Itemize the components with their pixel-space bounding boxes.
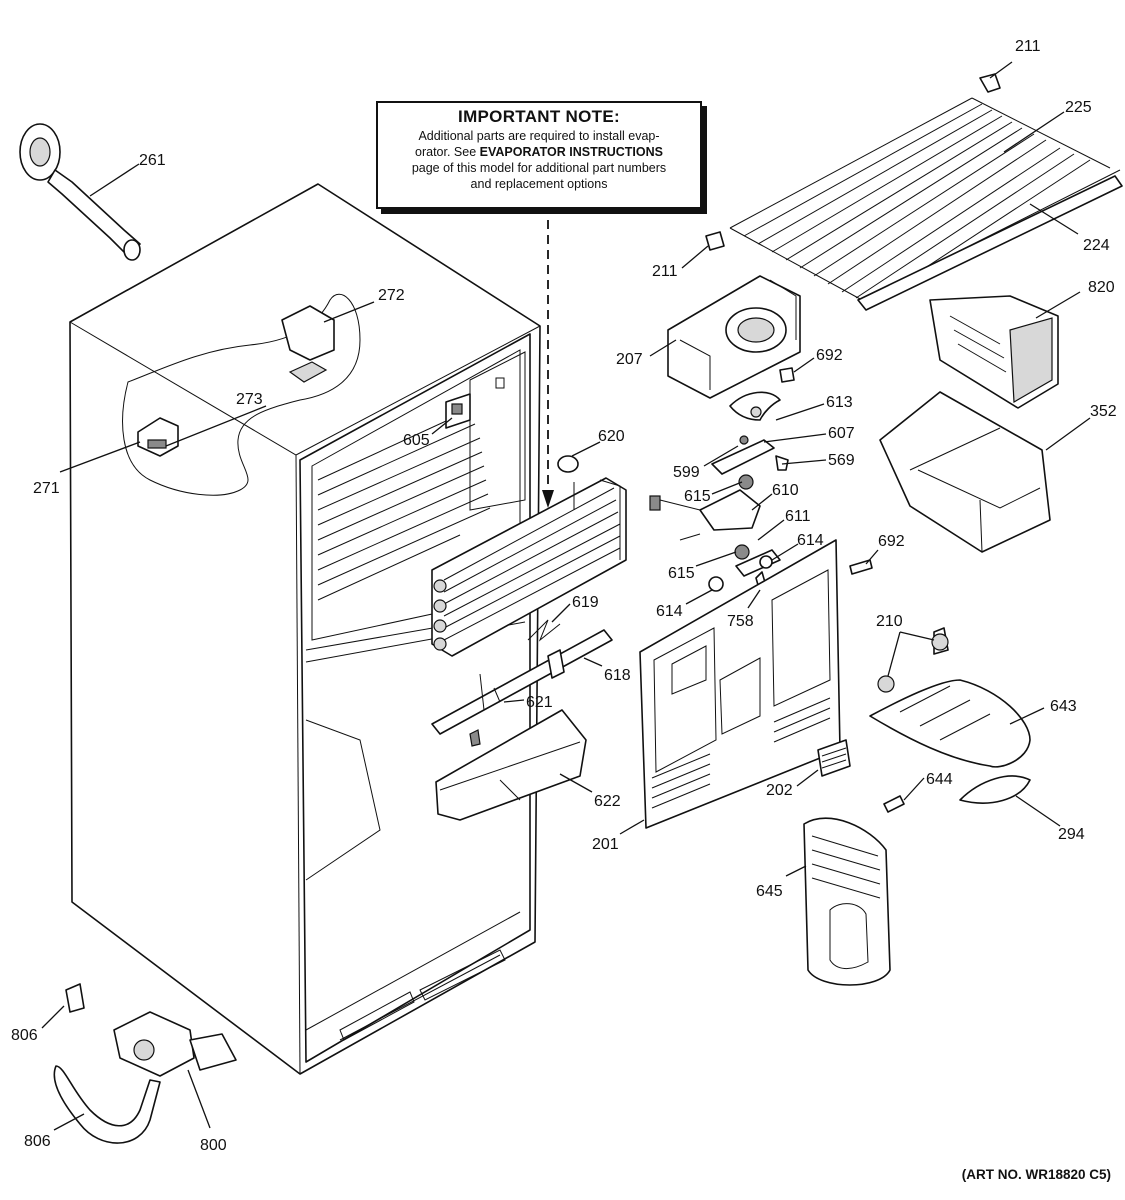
fill-tube-261	[19, 123, 141, 261]
callout-569: 569	[828, 452, 855, 469]
callout-611: 611	[785, 508, 811, 525]
note-line-4: and replacement options	[470, 177, 608, 191]
leader-lines	[41, 61, 1091, 1131]
callout-352: 352	[1090, 403, 1117, 420]
note-line-1: Additional parts are required to install…	[418, 129, 660, 143]
callout-610: 610	[772, 482, 799, 499]
callout-806-bottom: 806	[24, 1133, 51, 1150]
fan-motor-parts	[649, 367, 873, 593]
note-pointer-arrow	[542, 490, 554, 508]
refrigerator-case	[69, 183, 541, 1075]
defrost-heater	[431, 619, 613, 747]
callout-599: 599	[673, 464, 700, 481]
water-valve-800	[53, 983, 237, 1144]
note-line-2: orator. See EVAPORATOR INSTRUCTIONS	[378, 144, 700, 160]
note-line-3: page of this model for additional part n…	[411, 161, 667, 175]
callout-758: 758	[727, 613, 754, 630]
callout-622: 622	[594, 793, 621, 810]
callout-643: 643	[1050, 698, 1077, 715]
callout-605: 605	[403, 432, 430, 449]
rear-panel-201	[639, 539, 841, 829]
note-line-2-prefix: orator. See	[415, 145, 480, 159]
callout-615-bottom: 615	[668, 565, 695, 582]
note-title: IMPORTANT NOTE:	[458, 107, 620, 126]
callout-692-right: 692	[878, 533, 905, 550]
drain-trough-622	[435, 709, 587, 821]
callout-210: 210	[876, 613, 903, 630]
callout-615-top: 615	[684, 488, 711, 505]
evaporator-assembly	[431, 455, 627, 657]
callout-644: 644	[926, 771, 953, 788]
callout-800: 800	[200, 1137, 227, 1154]
callout-225: 225	[1065, 99, 1092, 116]
callout-607: 607	[828, 425, 855, 442]
callout-261: 261	[139, 152, 166, 169]
callout-621: 621	[526, 694, 553, 711]
callout-211-top: 211	[1015, 38, 1041, 55]
callout-619: 619	[572, 594, 599, 611]
callout-202: 202	[766, 782, 793, 799]
fan-housing-207	[667, 275, 801, 399]
dispenser-parts	[803, 627, 1031, 986]
callout-820: 820	[1088, 279, 1115, 296]
callout-294: 294	[1058, 826, 1085, 843]
callout-201: 201	[592, 836, 619, 853]
callout-273: 273	[236, 391, 263, 408]
callout-645: 645	[756, 883, 783, 900]
note-line-2-emphasis: EVAPORATOR INSTRUCTIONS	[479, 145, 663, 159]
icemaker-820	[929, 295, 1059, 409]
grille-202	[817, 739, 851, 777]
art-number: (ART NO. WR18820 C5)	[961, 1167, 1111, 1182]
callout-614-right: 614	[797, 532, 824, 549]
callout-272: 272	[378, 287, 405, 304]
callout-207: 207	[616, 351, 643, 368]
important-note-box: IMPORTANT NOTE: Additional parts are req…	[376, 101, 702, 209]
ice-bin-352	[879, 391, 1051, 553]
callout-labels: 211 225 261 224 211 272 820 207 692 273 …	[11, 38, 1117, 1154]
callout-692-top: 692	[816, 347, 843, 364]
callout-614-bottom: 614	[656, 603, 683, 620]
note-body: Additional parts are required to install…	[378, 128, 700, 192]
callout-618: 618	[604, 667, 631, 684]
callout-271: 271	[33, 480, 60, 497]
callout-211-left: 211	[652, 263, 678, 280]
callout-224: 224	[1083, 237, 1110, 254]
callout-806-top: 806	[11, 1027, 38, 1044]
callout-613: 613	[826, 394, 853, 411]
callout-620: 620	[598, 428, 625, 445]
shelf-assembly	[705, 73, 1123, 311]
